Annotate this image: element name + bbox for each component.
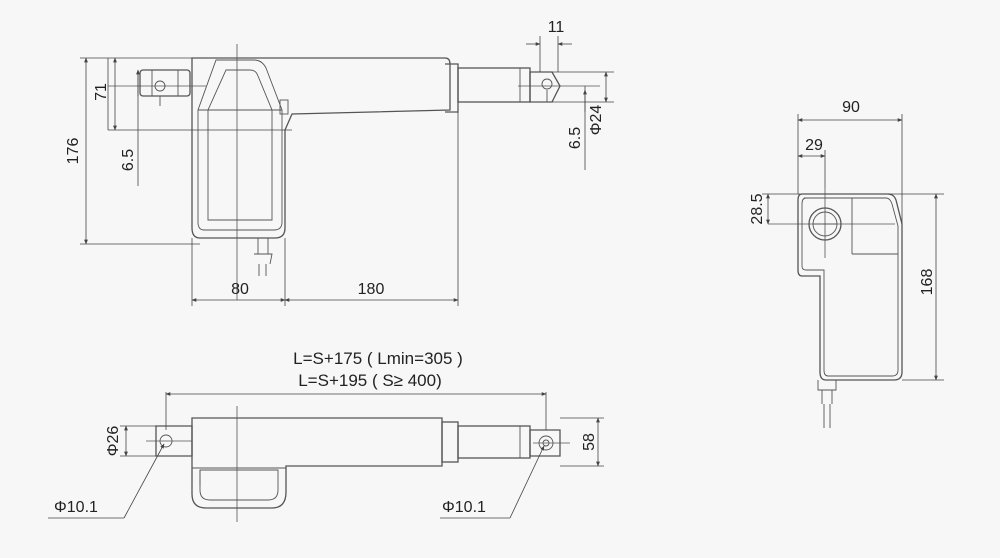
dim-168: 168 xyxy=(919,269,936,296)
dim-58: 58 xyxy=(581,433,598,451)
dim-phi10-1-right: Φ10.1 xyxy=(442,499,486,516)
top-inner-tube xyxy=(457,425,531,459)
dim-phi10-1-left: Φ10.1 xyxy=(54,499,98,516)
formula-lmin: L=S+175 ( Lmin=305 ) xyxy=(293,349,463,368)
dim-29: 29 xyxy=(805,137,823,154)
top-outer-tube xyxy=(441,421,459,463)
inner-tube xyxy=(457,67,531,103)
end-housing xyxy=(797,193,903,381)
dim-90: 90 xyxy=(842,99,860,116)
dim-phi24: Φ24 xyxy=(588,105,605,136)
formula-s400: L=S+195 ( S≥ 400) xyxy=(298,371,442,390)
dim-phi26: Φ26 xyxy=(105,426,122,457)
dim-6-5-right: 6.5 xyxy=(567,127,584,149)
dim-28-5: 28.5 xyxy=(749,193,766,224)
housing-inner-contour xyxy=(197,59,283,231)
motor-housing xyxy=(191,57,451,239)
dim-80: 80 xyxy=(231,281,249,298)
top-body xyxy=(191,417,443,509)
cable xyxy=(254,238,273,276)
front-clevis xyxy=(529,71,561,103)
outer-tube xyxy=(445,63,459,113)
end-view: 90 29 28.5 168 xyxy=(749,99,944,428)
dim-6-5-left: 6.5 xyxy=(120,149,137,171)
dim-176: 176 xyxy=(65,138,82,165)
top-view: L=S+175 ( Lmin=305 ) L=S+195 ( S≥ 400) Φ… xyxy=(48,349,604,522)
dim-180: 180 xyxy=(358,281,385,298)
rear-clevis xyxy=(139,69,191,106)
dim-11: 11 xyxy=(548,19,565,36)
top-front-clevis xyxy=(529,429,561,457)
dim-71: 71 xyxy=(93,83,110,101)
side-view: 176 71 6.5 11 Φ24 6.5 80 180 xyxy=(65,19,614,306)
